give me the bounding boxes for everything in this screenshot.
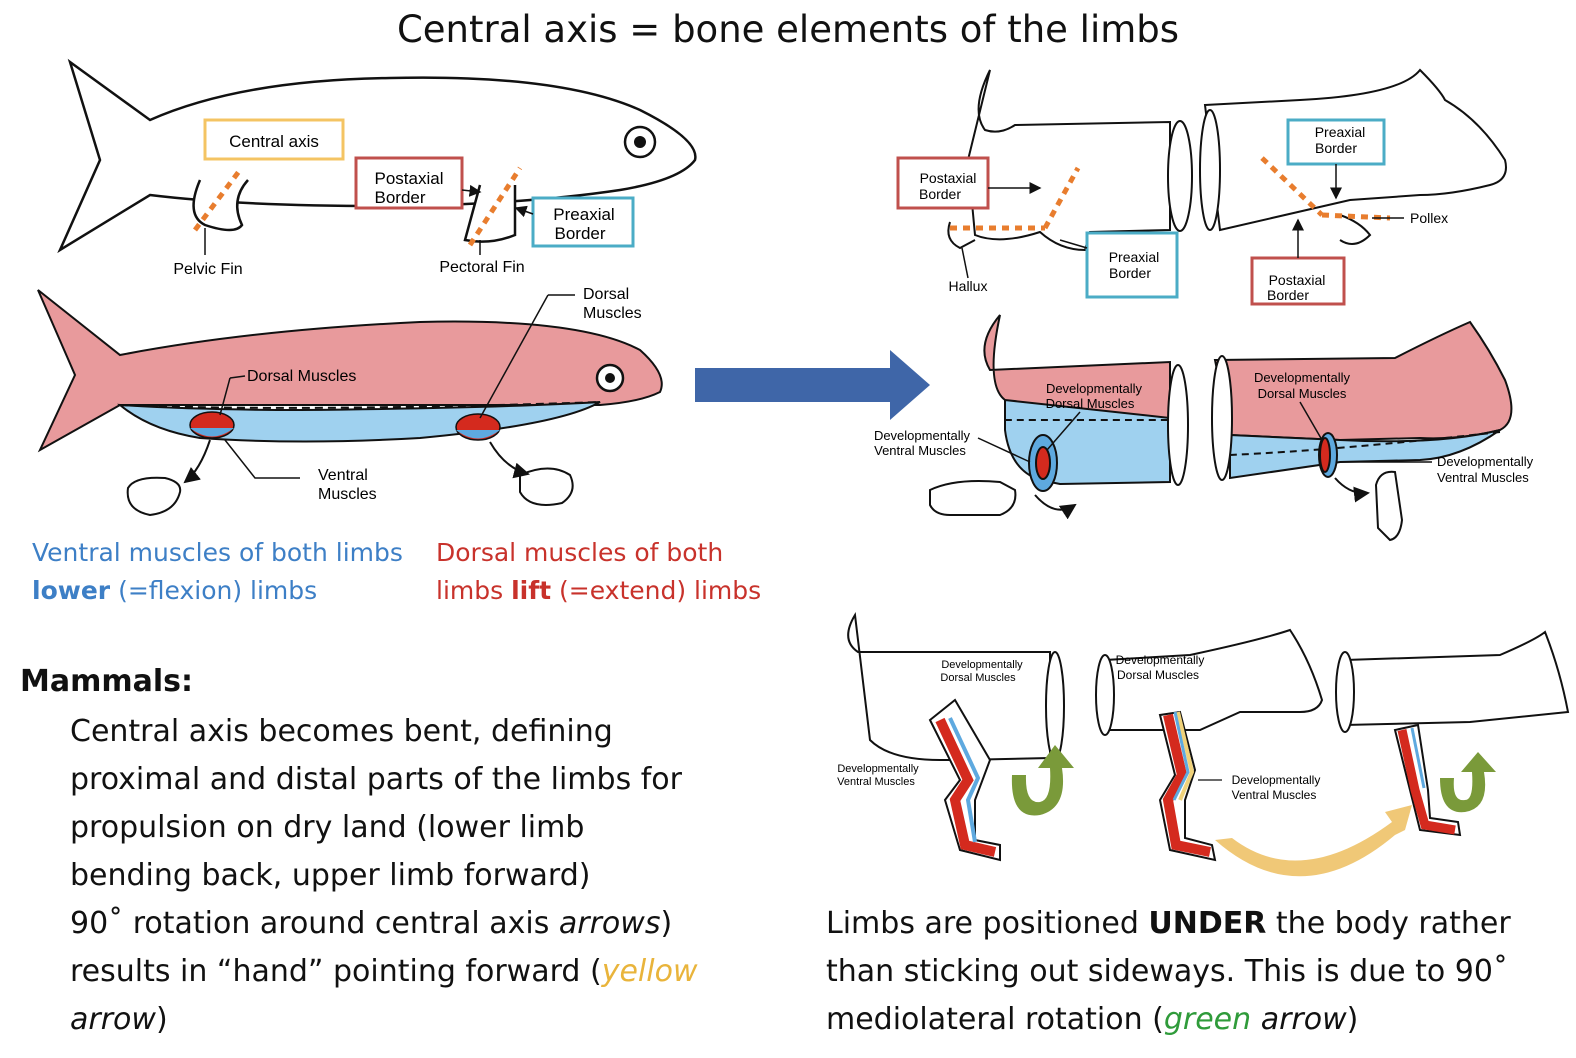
ventral-caption-bold: lower — [32, 576, 111, 605]
limb-muscles — [928, 698, 1462, 862]
dev-ventral-b-2: Ventral Muscles — [1232, 788, 1317, 802]
pectoral-fin-label: Pectoral Fin — [439, 259, 524, 276]
dev-ventral-left-1: Developmentally — [874, 428, 971, 443]
pollex-label: Pollex — [1410, 210, 1448, 226]
postaxial-label-2: Border — [374, 188, 425, 207]
cat-preaxial-left-1: Preaxial — [1109, 249, 1160, 265]
ventral-caption: Ventral muscles of both limbs lower (=fl… — [32, 534, 403, 610]
mammals-line-6: results in “hand” pointing forward (yell… — [70, 948, 790, 996]
dev-ventral-a-1: Developmentally — [837, 763, 919, 775]
mammals-heading: Mammals: — [20, 664, 193, 699]
curved-yellow-arrow-icon — [1215, 805, 1412, 877]
dorsal-muscles-label-2b: Muscles — [583, 305, 642, 322]
mammals-body: Central axis becomes bent, defining prox… — [70, 708, 790, 1044]
dorsal-caption-rest: (=extend) limbs — [551, 576, 762, 605]
mammals-line-4: bending back, upper limb forward) — [70, 858, 591, 893]
limbs-line-3: mediolateral rotation (green arrow) — [826, 996, 1576, 1044]
mammals-line-2: proximal and distal parts of the limbs f… — [70, 762, 682, 797]
curved-green-arrow-icon-2 — [1440, 752, 1496, 813]
dorsal-muscles-label: Dorsal Muscles — [247, 368, 356, 385]
limbs-a: Limbs are positioned — [826, 906, 1149, 941]
limbs-i: ) — [1346, 1002, 1359, 1037]
dorsal-caption-pre: limbs — [436, 576, 512, 605]
dorsal-caption-bold: lift — [511, 576, 552, 605]
pelvic-fin-label: Pelvic Fin — [173, 261, 242, 278]
dorsal-caption: Dorsal muscles of both limbs lift (=exte… — [436, 534, 761, 610]
mammals-line-6a: results in “hand” pointing forward ( — [70, 954, 602, 989]
mammals-line-5c: ) — [660, 906, 673, 941]
cat-postaxial-left-2: Border — [919, 186, 961, 202]
postaxial-label-1: Postaxial — [375, 169, 444, 188]
mammals-line-7a: arrow — [70, 1002, 156, 1037]
dorsal-caption-line1: Dorsal muscles of both — [436, 538, 724, 567]
dorsal-caption-line2: limbs lift (=extend) limbs — [436, 572, 761, 610]
fish-outline-top — [57, 58, 697, 254]
cat-postaxial-right-2: Border — [1267, 287, 1309, 303]
hallux-label: Hallux — [949, 278, 988, 294]
dev-dorsal-b-2: Dorsal Muscles — [1117, 668, 1199, 682]
preaxial-border-box-right — [1286, 118, 1386, 166]
dev-dorsal-b-1: Developmentally — [1116, 653, 1205, 667]
dev-dorsal-right-2: Dorsal Muscles — [1258, 386, 1347, 401]
ventral-muscles-label-1: Ventral — [318, 467, 368, 484]
mammals-line-5a: 90˚ rotation around central axis — [70, 906, 559, 941]
central-axis-box — [203, 118, 345, 161]
preaxial-label-1: Preaxial — [553, 205, 614, 224]
dev-ventral-b-1: Developmentally — [1232, 773, 1321, 787]
mammals-line-1: Central axis becomes bent, defining — [70, 714, 613, 749]
preaxial-label-2: Border — [554, 224, 605, 243]
dev-dorsal-left-2: Dorsal Muscles — [1046, 396, 1135, 411]
cat-preaxial-left-2: Border — [1109, 265, 1151, 281]
dev-ventral-a-2: Ventral Muscles — [837, 776, 915, 788]
dev-dorsal-right-1: Developmentally — [1254, 370, 1351, 385]
dorsal-muscles-label-2a: Dorsal — [583, 286, 629, 303]
limbs-g — [1251, 1002, 1261, 1037]
page-title: Central axis = bone elements of the limb… — [396, 8, 1180, 51]
central-axis-label: Central axis — [229, 132, 319, 151]
right-arrow-icon — [695, 350, 930, 420]
limbs-h: arrow — [1260, 1002, 1347, 1037]
green-word: green — [1163, 1002, 1252, 1037]
ventral-caption-line2: lower (=flexion) limbs — [32, 572, 403, 610]
cat-muscles-mid — [929, 314, 1513, 542]
ventral-muscles-label-2: Muscles — [318, 486, 377, 503]
mammals-line-3: propulsion on dry land (lower limb — [70, 810, 585, 845]
mammals-line-7b: ) — [155, 1002, 168, 1037]
fish-muscles-bottom — [37, 289, 663, 517]
dev-dorsal-a-1: Developmentally — [941, 659, 1023, 671]
dev-ventral-left-2: Ventral Muscles — [874, 443, 966, 458]
mammals-line-7: arrow) — [70, 996, 790, 1044]
curved-green-arrow-icon — [1011, 745, 1074, 816]
postaxial-border-box — [354, 156, 464, 210]
ventral-caption-line1: Ventral muscles of both limbs — [32, 538, 403, 567]
dev-ventral-right-2: Ventral Muscles — [1437, 470, 1529, 485]
limbs-note: Limbs are positioned UNDER the body rath… — [826, 900, 1576, 1044]
dev-ventral-right-1: Developmentally — [1437, 454, 1534, 469]
preaxial-border-box — [531, 196, 635, 248]
limbs-e: mediolateral rotation ( — [826, 1002, 1164, 1037]
cat-postaxial-right-1: Postaxial — [1269, 272, 1326, 288]
postaxial-border-box-left — [896, 156, 990, 210]
mammals-line-5: 90˚ rotation around central axis arrows) — [70, 900, 790, 948]
yellow-word: yellow — [601, 954, 698, 989]
ventral-caption-rest: (=flexion) limbs — [110, 576, 318, 605]
limbs-c: the body rather — [1266, 906, 1511, 941]
dev-dorsal-left-1: Developmentally — [1046, 381, 1143, 396]
cat-postaxial-left-1: Postaxial — [920, 170, 977, 186]
preaxial-border-box-left — [1085, 231, 1179, 299]
limbs-b: UNDER — [1148, 906, 1267, 941]
cat-rotation-bottom — [847, 611, 1570, 761]
cat-preaxial-right-1: Preaxial — [1315, 124, 1366, 140]
limbs-line-1: Limbs are positioned UNDER the body rath… — [826, 900, 1576, 948]
cat-preaxial-right-2: Border — [1315, 140, 1357, 156]
mammals-line-5b: arrows — [558, 906, 661, 941]
dev-dorsal-a-2: Dorsal Muscles — [940, 672, 1016, 684]
limbs-line-2: than sticking out sideways. This is due … — [826, 954, 1508, 989]
